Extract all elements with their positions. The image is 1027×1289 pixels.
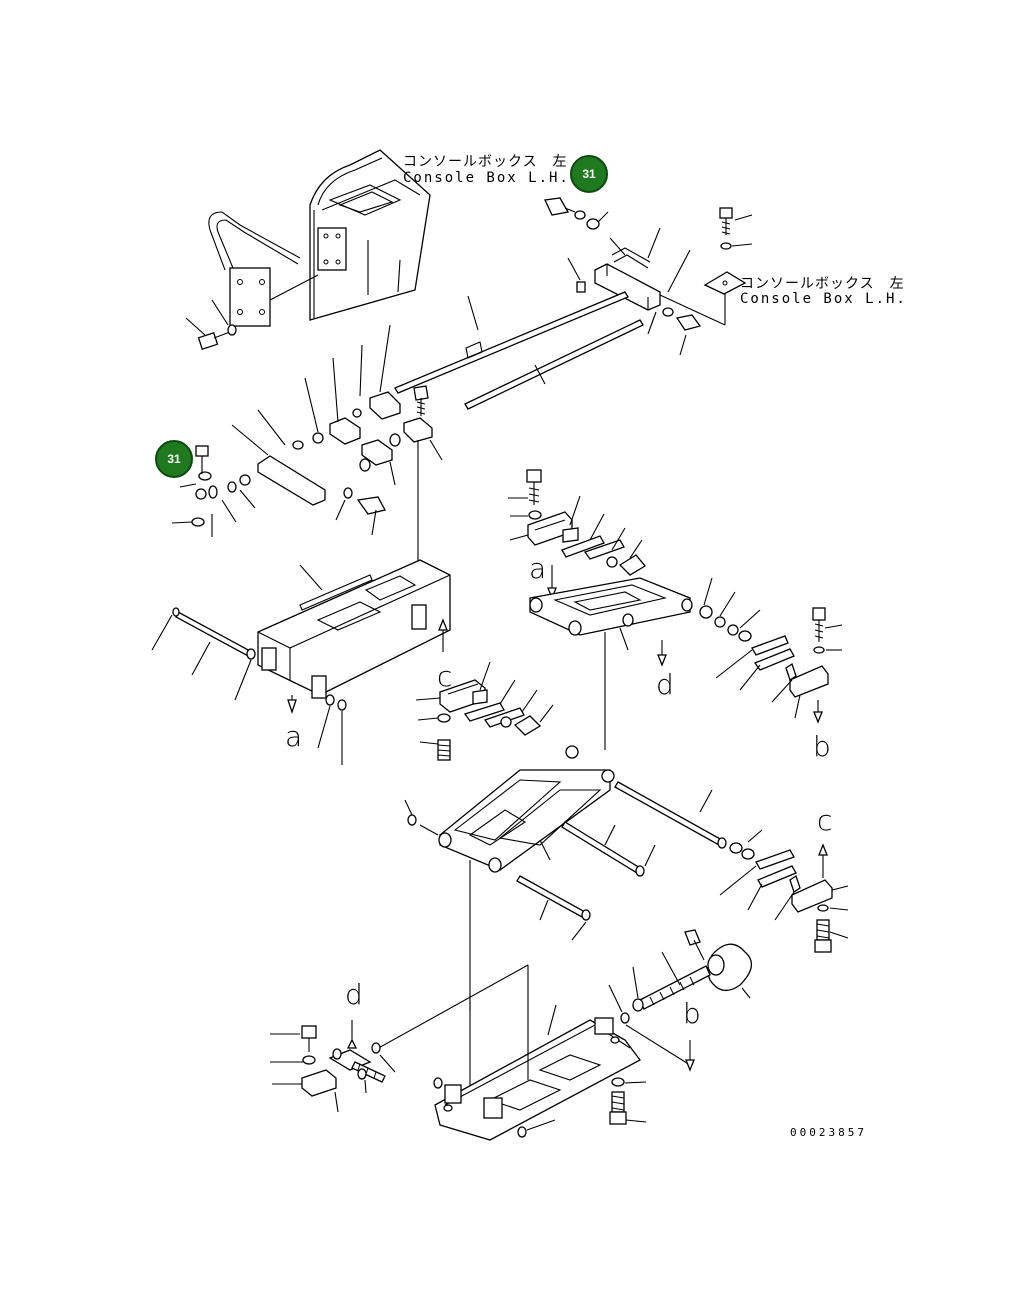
- right-lower-c-group: [719, 829, 849, 953]
- upper-right-b-group: [508, 469, 646, 600]
- console-box-label-jp-right: コンソールボックス 左: [740, 276, 905, 292]
- long-rods: [394, 291, 644, 410]
- c-bracket-group: [415, 661, 554, 761]
- ref-b-lower: b: [683, 997, 701, 1030]
- lower-slide-frame: [404, 745, 615, 1095]
- left-long-pin: [151, 607, 347, 765]
- bolt-washer-bracket: [185, 299, 237, 350]
- linkage-blocks: [304, 324, 443, 595]
- ref-c-left: c: [437, 660, 453, 693]
- ref-a-lower: a: [285, 720, 303, 753]
- upper-bolt-group: [544, 197, 661, 293]
- console-box: [309, 149, 431, 321]
- ref-d-lower: d: [345, 978, 363, 1011]
- handle-bracket: [208, 211, 319, 327]
- left-lever-arm: [171, 409, 386, 537]
- console-box-label-en-right: Console Box L.H.: [740, 291, 907, 307]
- right-upper-parts: [699, 577, 843, 724]
- callout-31-top[interactable]: 31: [570, 155, 608, 193]
- adjust-knob-assembly: [608, 929, 752, 1072]
- ref-a-upper: a: [529, 552, 547, 585]
- ref-b-right: b: [813, 730, 831, 763]
- console-box-label-en-top: Console Box L.H.: [403, 170, 570, 186]
- document-number: 00023857: [790, 1126, 867, 1139]
- console-box-label-jp-top: コンソールボックス 左: [403, 154, 568, 170]
- upper-slide-frame: [529, 577, 693, 750]
- upper-right-bracket: [594, 249, 726, 356]
- lower-pins: [516, 781, 727, 941]
- left-console-plate: [257, 559, 451, 715]
- ref-c-right: c: [817, 804, 833, 837]
- base-plate: [374, 964, 647, 1141]
- ref-d-upper: d: [656, 668, 674, 701]
- lower-left-d-group: [270, 1020, 396, 1113]
- right-top-bolt: [703, 207, 753, 295]
- callout-31-left[interactable]: 31: [155, 440, 193, 478]
